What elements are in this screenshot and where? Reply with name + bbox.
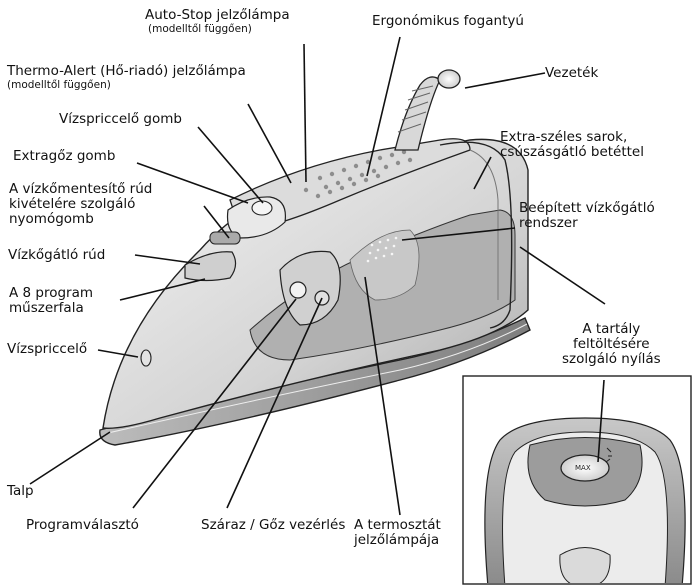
fill-opening-inset: [463, 376, 691, 587]
leader-cord: [465, 73, 545, 88]
cord-guard: [395, 77, 440, 150]
label-soleplate: Talp: [7, 484, 34, 499]
label-release-button: A vízkőmentesítő rúd kivételére szolgáló…: [9, 182, 152, 227]
inset-max-mark: MAX: [575, 464, 591, 472]
spray-button-shape: [252, 201, 272, 215]
leader-extra-steam: [137, 163, 248, 203]
label-auto-stop-text: Auto-Stop jelzőlámpa: [145, 7, 290, 23]
label-fill-opening: A tartály feltöltésére szolgáló nyílás: [562, 322, 661, 367]
label-thermostat-light: A termosztát jelzőlámpája: [354, 518, 441, 548]
leader-thermo: [248, 104, 291, 183]
label-anticalc-rod: Vízkőgátló rúd: [8, 248, 105, 263]
leader-fill: [520, 247, 605, 304]
leader-auto-stop: [304, 44, 306, 182]
label-thermo-alert-sub: (modelltől függően): [7, 79, 246, 91]
sprayer-nozzle: [141, 350, 151, 366]
label-dry-steam-control: Száraz / Gőz vezérlés: [201, 518, 345, 533]
anticalc-rod-shape: [185, 252, 236, 281]
label-extra-steam-button: Extragőz gomb: [13, 149, 115, 164]
cord-end: [438, 70, 460, 88]
label-spray-button: Vízspriccelő gomb: [59, 112, 182, 127]
leader-spray-button: [198, 127, 263, 203]
leader-sole: [30, 432, 110, 484]
label-program-selector: Programválasztó: [26, 518, 139, 533]
label-thermo-alert: Thermo-Alert (Hő-riadó) jelzőlámpa (mode…: [7, 64, 246, 91]
label-auto-stop: Auto-Stop jelzőlámpa (modelltől függően): [145, 8, 290, 35]
label-builtin-anticalc: Beépített vízkőgátló rendszer: [519, 201, 655, 231]
label-heel: Extra-széles sarok, csúszásgátló betétte…: [500, 130, 644, 160]
label-cord: Vezeték: [545, 66, 598, 81]
label-sprayer: Vízspriccelő: [7, 342, 87, 357]
label-auto-stop-sub: (modelltől függően): [145, 23, 290, 35]
program-selector-knob: [290, 282, 306, 298]
label-thermo-alert-text: Thermo-Alert (Hő-riadó) jelzőlámpa: [7, 63, 246, 79]
label-program-panel: A 8 program műszerfala: [9, 286, 93, 316]
label-ergonomic-handle: Ergonómikus fogantyú: [372, 14, 524, 29]
